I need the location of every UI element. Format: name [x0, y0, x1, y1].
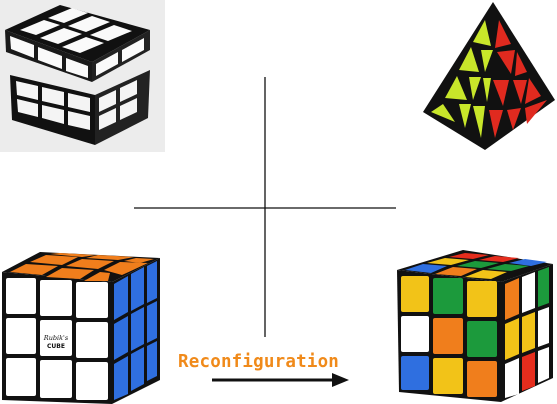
reconfiguration-label: Reconfiguration: [178, 352, 340, 372]
rubiks-cube-logo: Rubik's: [43, 334, 69, 342]
right-arrow-icon: [212, 372, 350, 388]
axis-cross: [130, 72, 400, 342]
svg-text:CUBE: CUBE: [47, 343, 65, 350]
scrambled-cube-image: [393, 246, 557, 404]
pyraminx-image: [415, 0, 557, 152]
white-cube-image: [0, 0, 165, 152]
rubiks-cube-image: Rubik's CUBE: [0, 250, 170, 404]
